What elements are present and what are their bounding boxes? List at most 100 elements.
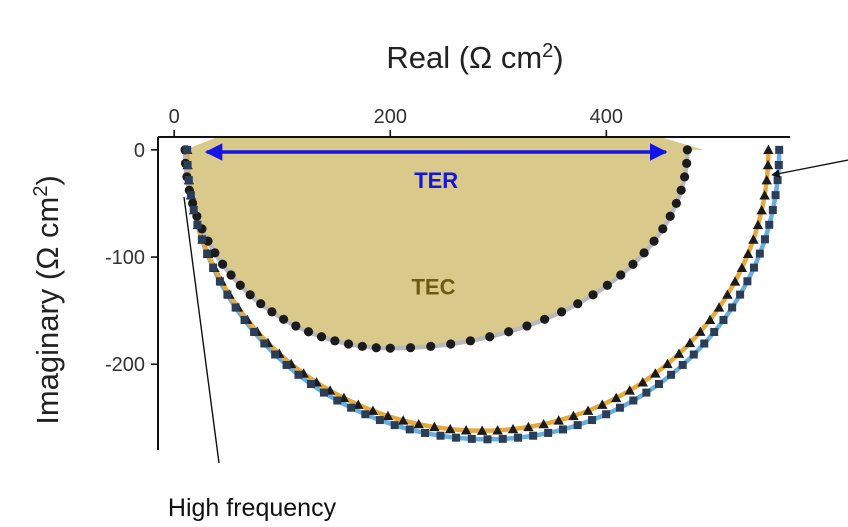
data-point-circle — [639, 248, 649, 258]
data-point-square — [615, 403, 624, 412]
data-point-square — [347, 403, 356, 412]
low-frequency-pointer-arrow — [771, 159, 848, 178]
data-point-triangle — [673, 348, 685, 358]
data-point-triangle — [624, 385, 635, 395]
data-point-circle — [210, 248, 220, 258]
data-point-circle — [385, 343, 395, 353]
data-point-circle — [267, 307, 277, 317]
data-point-square — [193, 220, 202, 229]
data-point-square — [774, 161, 783, 170]
data-point-circle — [540, 314, 550, 324]
data-point-square — [602, 410, 611, 419]
tec-shaded-region — [185, 137, 704, 349]
data-point-triangle — [759, 190, 770, 200]
ter-label: TER — [414, 168, 458, 193]
data-point-triangle — [722, 289, 733, 299]
data-point-square — [760, 235, 769, 244]
y-axis-title: Imaginary (Ω cm2) — [30, 175, 65, 425]
data-point-triangle — [553, 415, 564, 425]
x-axis-title: Real (Ω cm2) — [386, 40, 563, 75]
data-point-triangle — [729, 276, 741, 286]
data-point-triangle — [445, 423, 456, 434]
data-point-circle — [256, 299, 266, 309]
data-point-square — [749, 263, 758, 272]
data-point-circle — [682, 158, 692, 168]
data-point-circle — [446, 339, 456, 349]
data-point-square — [215, 277, 224, 286]
data-point-square — [654, 380, 663, 389]
data-point-square — [667, 370, 676, 379]
data-point-square — [743, 277, 752, 286]
data-point-circle — [573, 299, 583, 309]
high-frequency-label: High frequency — [168, 494, 337, 522]
data-point-circle — [188, 198, 198, 208]
data-point-circle — [245, 290, 255, 300]
data-point-square — [231, 303, 240, 312]
data-point-square — [689, 350, 698, 359]
data-point-square — [728, 303, 737, 312]
data-point-circle — [485, 332, 495, 342]
data-point-triangle — [748, 234, 759, 244]
data-point-square — [271, 350, 280, 359]
data-point-square — [306, 380, 315, 389]
data-point-square — [250, 327, 259, 336]
data-point-triangle — [367, 405, 379, 415]
data-point-circle — [649, 236, 659, 246]
data-point-circle — [343, 339, 354, 349]
data-point-triangle — [476, 425, 488, 435]
data-point-circle — [291, 321, 301, 331]
y-tick-label: 0 — [134, 140, 145, 162]
data-point-triangle — [736, 262, 748, 272]
data-point-triangle — [684, 337, 696, 348]
data-point-triangle — [695, 326, 706, 336]
data-point-square — [573, 421, 582, 430]
data-point-square — [773, 176, 782, 185]
data-point-square — [223, 290, 232, 299]
data-point-triangle — [704, 314, 716, 324]
x-tick-label: 200 — [374, 106, 407, 128]
data-point-circle — [682, 145, 692, 155]
data-point-square — [183, 161, 192, 170]
data-point-square — [421, 428, 430, 437]
data-point-triangle — [429, 421, 440, 432]
data-point-square — [765, 220, 774, 229]
data-point-circle — [522, 321, 532, 331]
data-point-square — [197, 235, 206, 244]
data-point-square — [405, 425, 414, 434]
data-point-square — [375, 416, 384, 425]
data-point-circle — [465, 336, 476, 346]
data-point-triangle — [611, 392, 622, 403]
data-point-circle — [671, 198, 681, 208]
data-point-triangle — [538, 418, 549, 429]
data-point-square — [203, 249, 212, 258]
data-point-triangle — [762, 159, 774, 170]
y-tick-label: -200 — [105, 354, 145, 376]
data-point-circle — [279, 314, 289, 324]
data-point-circle — [235, 280, 245, 290]
data-point-square — [700, 339, 709, 348]
data-point-square — [189, 206, 198, 215]
data-point-triangle — [568, 410, 579, 421]
data-point-square — [558, 425, 567, 434]
data-point-triangle — [597, 399, 608, 409]
y-tick-label: -100 — [105, 247, 145, 269]
x-tick-label: 400 — [590, 106, 623, 128]
data-point-triangle — [353, 399, 364, 409]
data-point-circle — [616, 270, 626, 280]
data-point-circle — [217, 259, 228, 269]
data-point-square — [390, 421, 399, 430]
data-point-square — [768, 206, 777, 215]
data-point-triangle — [338, 392, 350, 403]
data-point-square — [209, 263, 218, 272]
data-point-circle — [588, 290, 598, 300]
data-point-circle — [303, 327, 314, 337]
data-point-square — [184, 176, 193, 185]
data-point-square — [333, 396, 342, 405]
data-point-square — [294, 370, 303, 379]
data-point-square — [483, 435, 492, 444]
data-point-square — [719, 315, 728, 324]
data-point-square — [282, 360, 291, 369]
data-point-circle — [658, 224, 668, 234]
